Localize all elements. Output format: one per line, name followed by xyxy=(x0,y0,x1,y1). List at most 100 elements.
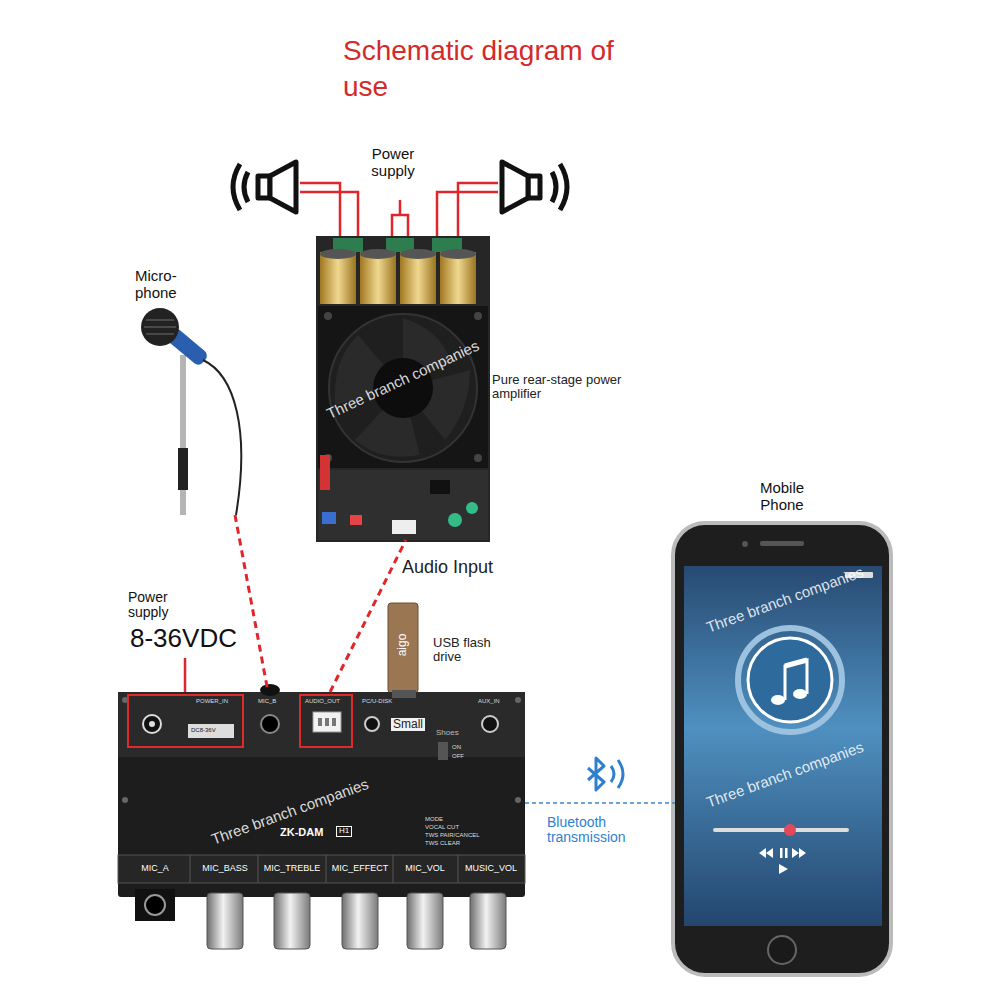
preamp-board xyxy=(438,742,448,760)
watermark: Three branch companies xyxy=(704,564,866,636)
preamp-board xyxy=(515,697,521,703)
mobile-phone-node: Mobile Phone xyxy=(675,480,890,975)
power-amplifier-board xyxy=(350,515,362,525)
preamp-board xyxy=(260,684,280,696)
preamp-board xyxy=(325,718,329,726)
preamp-board xyxy=(118,855,525,883)
button-label: TWS PAIR/CANCEL xyxy=(425,832,480,839)
knob-label: MIC_TREBLE xyxy=(264,864,321,874)
preamp-board xyxy=(207,893,243,949)
speaker-wire xyxy=(300,192,358,240)
preamp-board xyxy=(188,724,234,738)
power-amplifier-board xyxy=(466,502,478,514)
preamp-board xyxy=(118,692,525,897)
speaker-icon xyxy=(502,162,528,212)
usb-flash-drive xyxy=(388,603,418,693)
speaker-icon xyxy=(233,164,240,210)
bluetooth-symbol xyxy=(618,760,623,788)
preamp-board-node: ZK-DAM xyxy=(118,692,525,955)
microphone xyxy=(144,320,176,334)
preamp-board xyxy=(392,690,416,698)
preamp-board xyxy=(313,712,341,732)
bluetooth-symbol xyxy=(611,766,614,782)
speaker-icon xyxy=(560,164,567,210)
preamp-board xyxy=(470,893,506,949)
mobile-phone xyxy=(673,523,891,975)
preamp-board xyxy=(128,695,243,747)
mobile-phone xyxy=(768,936,796,964)
brand-label: aigo xyxy=(396,634,409,657)
port-label: AUDIO_OUT xyxy=(305,698,340,705)
power-amplifier-board xyxy=(320,455,330,490)
node-label: ZK-DAM xyxy=(280,826,323,838)
preamp-board xyxy=(118,684,525,949)
power-amplifier-board xyxy=(320,249,356,259)
mobile-phone xyxy=(785,660,807,700)
speaker-wire xyxy=(185,183,498,694)
preamp-board xyxy=(190,855,458,883)
bluetooth-symbol xyxy=(588,758,604,790)
switch-label: OFF xyxy=(452,753,464,760)
power-amplifier-board xyxy=(474,454,482,462)
speaker-wire xyxy=(184,658,187,694)
power-amplifier-board xyxy=(360,249,396,259)
model-label: H1 xyxy=(336,826,352,837)
port-label: DC8-36V xyxy=(191,727,216,734)
speaker-wire xyxy=(437,192,498,240)
preamp-board xyxy=(149,721,155,727)
mobile-phone xyxy=(742,541,748,547)
switch-label: ON xyxy=(452,744,461,751)
power-label: Power supply xyxy=(362,146,424,179)
button-label: TWS CLEAR xyxy=(425,840,460,847)
power-amplifier-board xyxy=(448,513,462,527)
power-amplifier-board xyxy=(360,252,396,304)
button-label: MODE xyxy=(425,816,443,823)
connector-label: Audio Input xyxy=(400,558,495,578)
node-label: Mobile Phone xyxy=(737,480,827,513)
port-label: AUX_IN xyxy=(478,698,500,705)
mobile-phone xyxy=(785,848,788,858)
power-amplifier-board xyxy=(324,312,332,320)
power-amplifier-board xyxy=(392,520,416,534)
note-label: Small xyxy=(391,718,425,731)
mobile-phone xyxy=(771,695,785,705)
mobile-phone xyxy=(760,541,804,546)
knob-label: MIC_VOL xyxy=(405,864,445,874)
microphone xyxy=(203,360,241,515)
mobile-phone xyxy=(673,523,891,975)
connector xyxy=(235,515,268,692)
knob-label: MUSIC_VOL xyxy=(465,864,517,874)
preamp-board xyxy=(342,893,378,949)
power-amplifier-board xyxy=(440,252,476,304)
power-amplifier-board xyxy=(318,306,488,468)
port-label: POWER_IN xyxy=(196,698,228,705)
node-label: Pure rear-stage power amplifier xyxy=(492,373,642,402)
knob-label: MIC_A xyxy=(141,864,169,874)
button-label: VOCAL CUT xyxy=(425,824,459,831)
power-amplifier-board xyxy=(318,470,488,540)
microphone-node: Micro- phone xyxy=(130,268,250,515)
power-amplifier-board xyxy=(322,512,336,524)
speaker-wire xyxy=(399,200,402,215)
microphone xyxy=(180,355,186,515)
knob-label: MIC_BASS xyxy=(202,864,248,874)
microphone xyxy=(141,308,179,346)
speaker-icon xyxy=(244,172,248,202)
preamp-board xyxy=(261,715,279,733)
port-label: PC/U-DISK xyxy=(362,698,392,705)
knob-label: MIC_EFFECT xyxy=(332,864,389,874)
mobile-phone xyxy=(785,660,807,666)
diagram-title: Schematic diagram of use xyxy=(343,33,638,106)
power-label: Power supply xyxy=(128,590,190,621)
preamp-board xyxy=(482,716,498,732)
preamp-board xyxy=(145,895,165,915)
connector xyxy=(330,540,406,692)
voltage-label: 8-36VDC xyxy=(130,624,237,653)
speaker-icon xyxy=(552,172,556,202)
mobile-phone xyxy=(748,638,832,722)
connector-label: Bluetooth transmission xyxy=(545,815,649,846)
connector xyxy=(525,802,675,804)
